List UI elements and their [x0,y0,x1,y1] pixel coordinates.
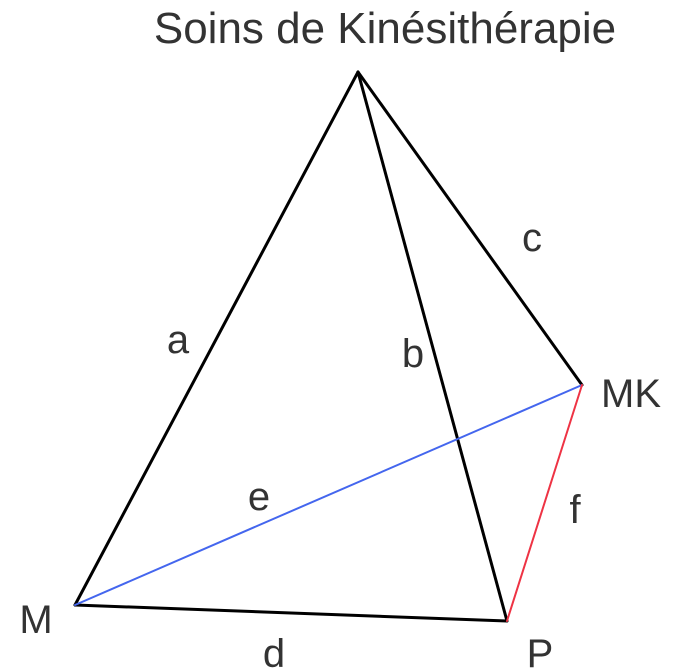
vertex-m-label: M [19,598,52,642]
diagram-title: Soins de Kinésithérapie [154,4,616,53]
edge-c-label: c [522,216,542,260]
edge-a-line [73,70,360,607]
edge-e-line [74,384,583,606]
edge-f-line [506,384,583,622]
edge-d-label: d [263,632,285,672]
edge-b-label: b [402,332,424,376]
vertex-mk-label: MK [601,372,661,416]
edge-f-label: f [569,488,581,532]
edge-a-label: a [167,318,190,362]
edge-e-label: e [248,475,270,519]
edge-b-line [356,70,509,623]
edge-c-line [356,70,584,387]
vertex-p-label: P [527,632,554,672]
edge-d-line [73,603,509,623]
